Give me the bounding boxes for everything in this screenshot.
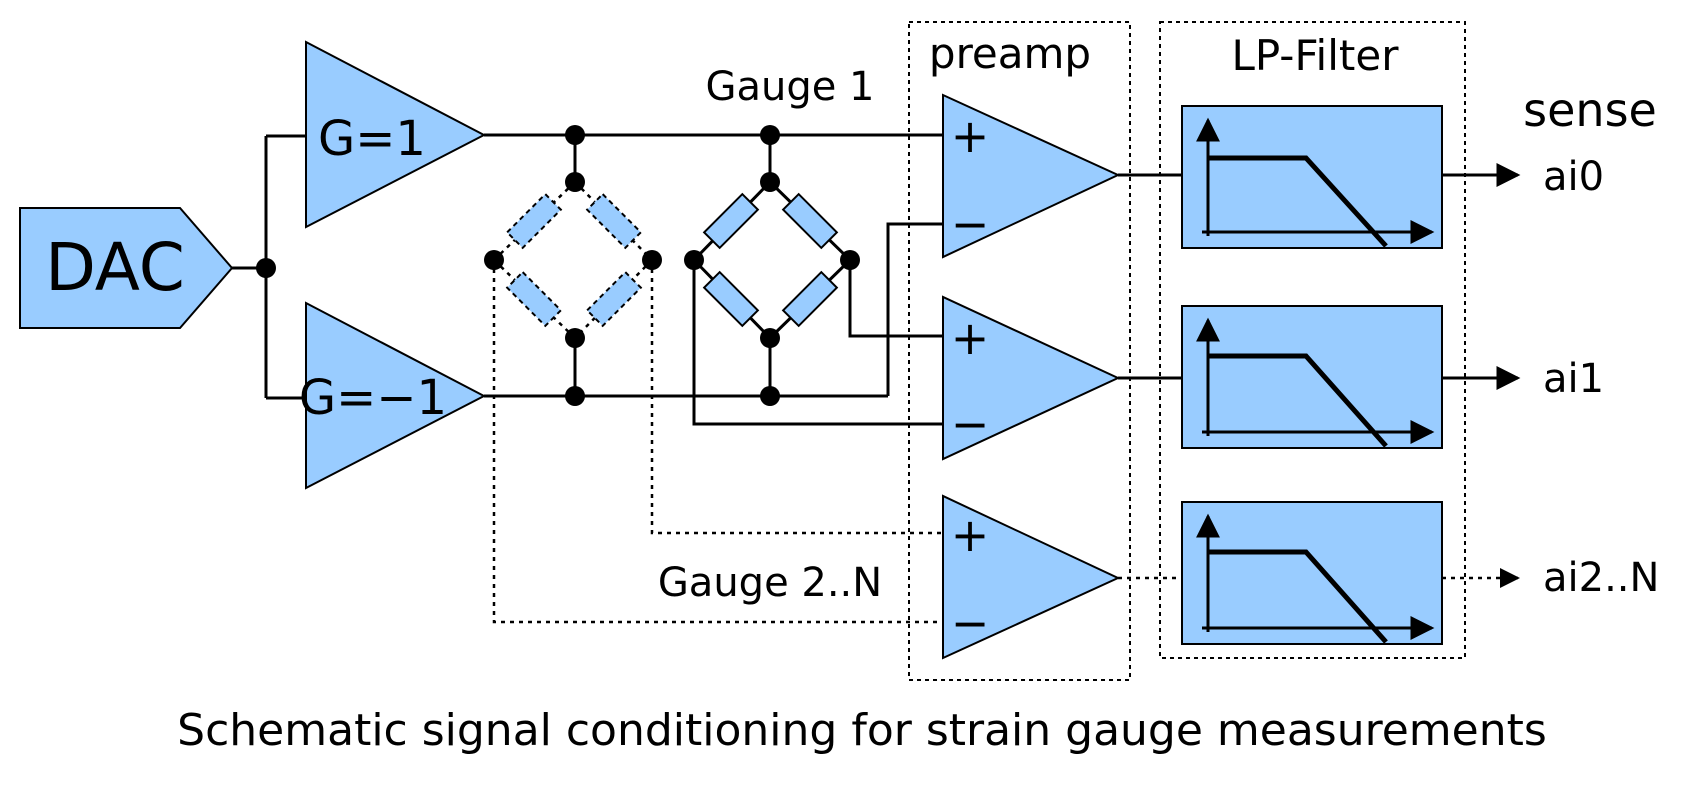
- resistor: [585, 192, 643, 250]
- resistor: [702, 270, 760, 328]
- resistor: [781, 192, 839, 250]
- preamp-1: + −: [942, 93, 1121, 259]
- output-label-ai0: ai0: [1543, 154, 1604, 200]
- junction-dots: [256, 125, 860, 406]
- gauge-2n-label: Gauge 2..N: [658, 560, 882, 606]
- gain-positive-label: G=1: [318, 111, 426, 167]
- minus-sign: −: [951, 397, 990, 451]
- resistor: [781, 270, 839, 328]
- lp-filter-1: [1181, 105, 1443, 249]
- dotted-wiring: [492, 260, 1520, 624]
- gain-negative-label: G=−1: [299, 370, 447, 426]
- plus-sign: +: [951, 311, 990, 365]
- output-label-ai1: ai1: [1543, 356, 1604, 402]
- preamp-3: + −: [942, 494, 1121, 660]
- gain-stage-negative: G=−1: [299, 301, 487, 490]
- minus-sign: −: [951, 596, 990, 650]
- resistor: [585, 270, 643, 328]
- resistor: [505, 270, 563, 328]
- resistor: [702, 192, 760, 250]
- plus-sign: +: [951, 109, 990, 163]
- gauge-1-bridge: [692, 180, 852, 340]
- gain-stage-positive: G=1: [305, 40, 487, 229]
- dac-block: DAC: [19, 207, 234, 329]
- lp-filter-label: LP-Filter: [1232, 31, 1400, 80]
- gauge-2n-bridge: [493, 181, 653, 339]
- preamp-2: + −: [942, 295, 1121, 461]
- preamp-label: preamp: [929, 29, 1091, 78]
- gauge-1-label: Gauge 1: [705, 64, 874, 110]
- caption: Schematic signal conditioning for strain…: [177, 705, 1547, 756]
- lp-filter-2: [1181, 305, 1443, 449]
- dac-label: DAC: [45, 229, 185, 306]
- lp-filter-group-box: [1159, 21, 1466, 659]
- plus-sign: +: [951, 508, 990, 562]
- sense-label: sense: [1523, 83, 1657, 137]
- resistor: [505, 192, 563, 250]
- output-label-ai2n: ai2..N: [1543, 555, 1659, 601]
- wiring: [232, 133, 1521, 426]
- minus-sign: −: [951, 197, 990, 251]
- lp-filter-3: [1181, 501, 1443, 645]
